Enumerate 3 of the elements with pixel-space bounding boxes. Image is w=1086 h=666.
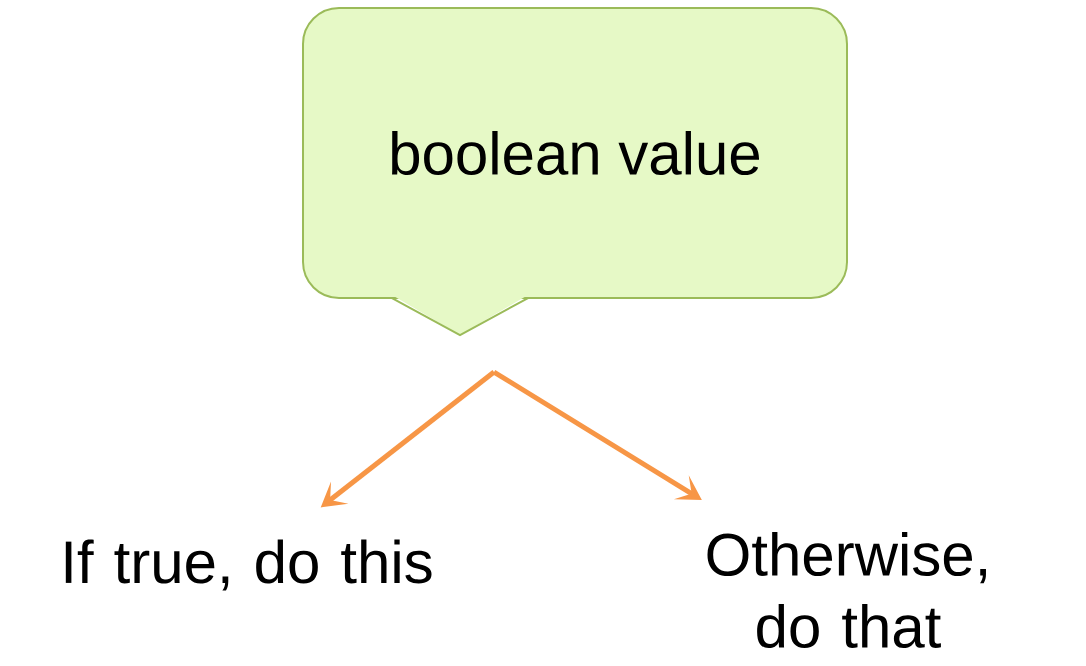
option-text: Otherwise, do that [707,532,986,649]
option-text: If true, do this [65,539,432,591]
callout-box: boolean value [302,7,848,337]
